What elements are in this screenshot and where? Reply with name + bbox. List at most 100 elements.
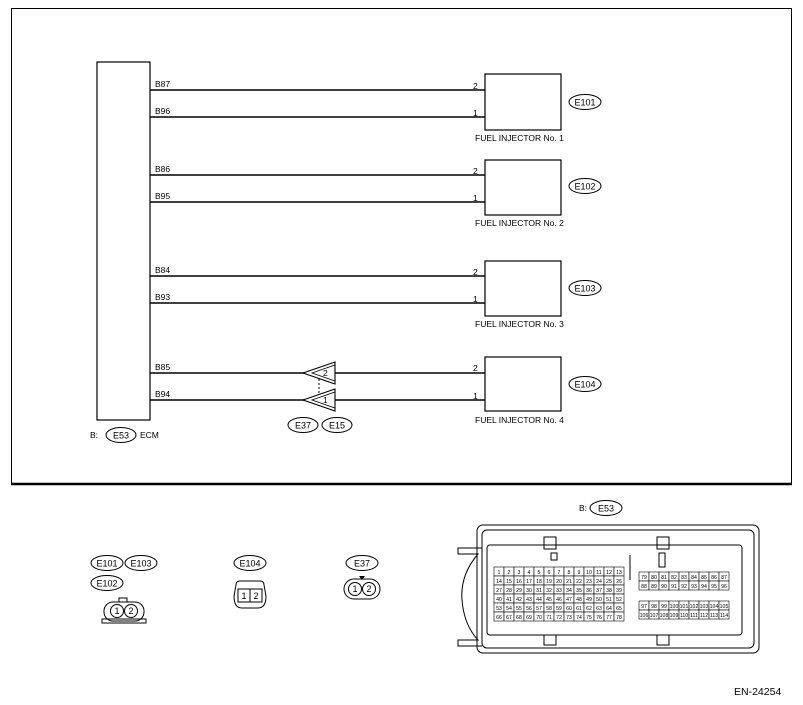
ecm-pin-number: 72 — [556, 615, 562, 621]
injector-name: FUEL INJECTOR No. 3 — [475, 319, 564, 329]
ecm-pin-number: 112 — [700, 613, 708, 619]
ecm-pin-number: 32 — [546, 588, 552, 594]
ecm-pin-number: 8 — [568, 570, 571, 576]
injector-connector-label: E101 — [574, 98, 595, 108]
ecm-connector-label: E53 — [598, 504, 614, 514]
ecm-pin-number: 39 — [616, 588, 622, 594]
ecm-pin-number: 40 — [496, 597, 502, 603]
ecm-pin-number: 42 — [516, 597, 522, 603]
injector-connector-oval — [568, 280, 602, 296]
ecm-pin-cell — [718, 580, 730, 591]
ecm-pin-number: 59 — [556, 606, 562, 612]
ecm-pin-label: B93 — [155, 292, 170, 302]
ecm-pin-number: 71 — [546, 615, 552, 621]
ecm-pin-number: 6 — [548, 570, 551, 576]
ecm-pin-number: 105 — [720, 604, 729, 610]
ecm-pin-number: 82 — [671, 575, 677, 581]
ecm-pin-number: 96 — [721, 584, 727, 590]
connector-code: E104 — [239, 559, 260, 569]
connector-pin-number: 2 — [128, 606, 133, 616]
ecm-pin-number: 1 — [498, 570, 501, 576]
ecm-pin-number: 85 — [701, 575, 707, 581]
ecm-pin-number: 97 — [641, 604, 647, 610]
ecm-pin-number: 52 — [616, 597, 622, 603]
connector-code: E15 — [329, 421, 345, 431]
connector-arrow-inner — [310, 364, 336, 382]
ecm-pin-number: 75 — [586, 615, 592, 621]
connector-pin-number: 1 — [352, 584, 357, 594]
connector-body — [233, 580, 267, 609]
connector-key-marker — [359, 576, 365, 580]
ecm-pin-number: 104 — [710, 604, 719, 610]
ecm-pin-number: 16 — [516, 579, 522, 585]
ecm-pin-number: 78 — [616, 615, 622, 621]
ecm-pin-number: 18 — [536, 579, 542, 585]
connector-tab — [118, 597, 128, 603]
ecm-pin-number: 19 — [546, 579, 552, 585]
ecm-pin-number: 37 — [596, 588, 602, 594]
ecm-connector-latch — [457, 547, 482, 647]
ecm-pin-number: 107 — [650, 613, 659, 619]
connector-pin — [362, 582, 376, 596]
ecm-pin-number: 25 — [606, 579, 612, 585]
connector-code-oval — [233, 555, 267, 571]
injector-4: B85 B94 2 1 FUEL INJECTOR No. 4 E104 — [150, 356, 602, 425]
ecm-pin-number: 48 — [576, 597, 582, 603]
ecm-pin-label: B94 — [155, 389, 170, 399]
ecm-pin-number: 86 — [711, 575, 717, 581]
injector-1: B87 B96 2 1 FUEL INJECTOR No. 1 E101 — [150, 73, 602, 143]
injector-2: B86 B95 2 1 FUEL INJECTOR No. 2 E102 — [150, 159, 602, 228]
ecm-pin-number: 61 — [576, 606, 582, 612]
ecm-connector-prefix: B: — [579, 503, 587, 513]
ecm-connector-housing-inner — [481, 529, 755, 649]
ecm-pin-number: 88 — [641, 584, 647, 590]
ecm-pin-number: 4 — [528, 570, 531, 576]
ecm-pin-number: 84 — [691, 575, 697, 581]
injector-pin-label: 1 — [473, 294, 478, 304]
ecm-pin-number: 41 — [506, 597, 512, 603]
ecm-pin-number: 70 — [536, 615, 542, 621]
ecm-connector-label: E53 — [113, 431, 129, 441]
ecm-pin-number: 102 — [690, 604, 699, 610]
ecm-pin-number: 31 — [536, 588, 542, 594]
ecm-pin-number: 55 — [516, 606, 522, 612]
injector-pin-label: 2 — [473, 267, 478, 277]
ecm-pin-number: 54 — [506, 606, 512, 612]
connector-base — [101, 618, 147, 624]
ecm-pin-number: 90 — [661, 584, 667, 590]
ecm-connector-oval — [589, 500, 623, 516]
ecm-pin-number: 57 — [536, 606, 542, 612]
connector-cavity — [249, 588, 263, 603]
connector-body — [103, 601, 145, 622]
ecm-pin-number: 93 — [691, 584, 697, 590]
ecm-pin-number: 60 — [566, 606, 572, 612]
injector-pin-label: 1 — [473, 391, 478, 401]
connector-code-oval — [90, 575, 124, 591]
e104-connector-view: E104 1 2 — [233, 555, 267, 609]
connector-pin-number: 1 — [114, 606, 119, 616]
injector-connector-label: E103 — [574, 284, 595, 294]
ecm-pin-label: B95 — [155, 191, 170, 201]
ecm-pin-number: 79 — [641, 575, 647, 581]
injector-connector-label: E104 — [574, 380, 595, 390]
injector-name: FUEL INJECTOR No. 1 — [475, 133, 564, 143]
ecm-name: ECM — [140, 430, 159, 440]
ecm-pin-number: 11 — [596, 570, 601, 576]
ecm-pin-number: 103 — [700, 604, 709, 610]
injector-pin-label: 1 — [473, 108, 478, 118]
ecm-pin-number: 35 — [576, 588, 582, 594]
ecm-pin-number: 36 — [586, 588, 592, 594]
ecm-pin-number: 77 — [606, 615, 612, 621]
ecm-pin-number: 34 — [566, 588, 572, 594]
ecm-pin-number: 109 — [670, 613, 679, 619]
ecm-pin-number: 7 — [558, 570, 561, 576]
injector-pin-label: 2 — [473, 166, 478, 176]
connector-pin-number: 1 — [241, 591, 246, 601]
ecm-pin-number: 67 — [506, 615, 512, 621]
ecm-pin-number: 69 — [526, 615, 532, 621]
injector-pin-label: 2 — [473, 363, 478, 373]
ecm-connector-tab — [656, 536, 670, 550]
